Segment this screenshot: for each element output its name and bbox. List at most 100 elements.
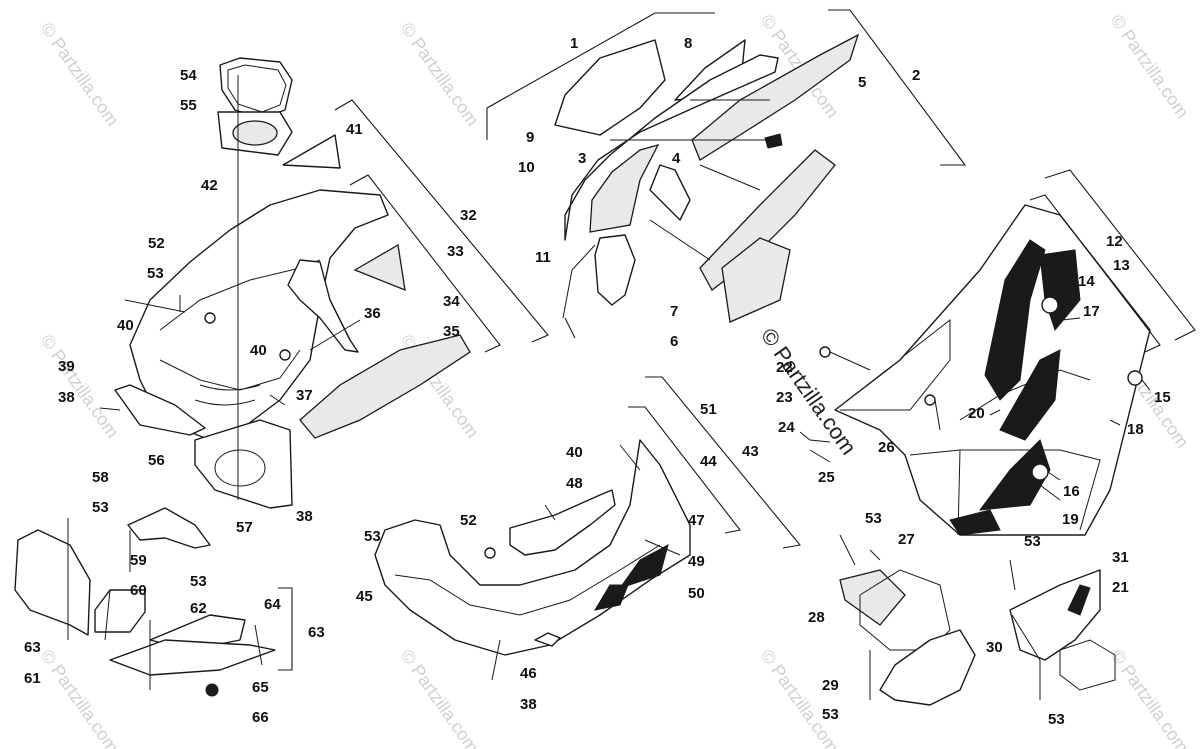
bracket-32 xyxy=(334,99,549,343)
callout-57: 57 xyxy=(236,519,253,536)
callout-22: 22 xyxy=(776,359,793,376)
leader-line xyxy=(67,518,263,690)
callout-21: 21 xyxy=(1112,579,1129,596)
callout-29: 29 xyxy=(822,677,839,694)
callout-7: 7 xyxy=(670,303,678,320)
callout-65: 65 xyxy=(252,679,269,696)
callout-26: 26 xyxy=(878,439,895,456)
callout-56: 56 xyxy=(148,452,165,469)
callout-53: 53 xyxy=(147,265,164,282)
pad-4-shape xyxy=(649,164,691,221)
bracket-56-hole xyxy=(214,449,266,487)
hood-panel-group xyxy=(554,33,860,323)
decal-graphic xyxy=(618,544,669,589)
callout-24: 24 xyxy=(778,419,795,436)
callout-group: 1 2 3 4 5 6 7 8 9 10 11 12 13 14 15 16 1… xyxy=(24,35,1171,728)
callout-62: 62 xyxy=(190,600,207,617)
panel-9-shape xyxy=(554,39,666,136)
leader-line xyxy=(491,444,681,681)
gasket-54-inner xyxy=(227,64,287,113)
callout-55: 55 xyxy=(180,97,197,114)
callout-50: 50 xyxy=(688,585,705,602)
callout-35: 35 xyxy=(443,323,460,340)
decal-graphic xyxy=(984,239,1046,401)
leader-line xyxy=(829,299,1151,501)
callout-8: 8 xyxy=(684,35,692,52)
panel-63-lower xyxy=(109,639,276,676)
knob-14 xyxy=(1041,296,1059,314)
strip-5-shape xyxy=(691,33,860,161)
knob-15 xyxy=(1127,370,1143,386)
panel-58 xyxy=(127,507,211,549)
callout-47: 47 xyxy=(688,512,705,529)
callout-15: 15 xyxy=(1154,389,1171,406)
pad-6-shape xyxy=(721,237,791,323)
callout-42: 42 xyxy=(201,177,218,194)
panel-inner-outline xyxy=(840,318,951,411)
leader-line xyxy=(610,99,770,261)
callout-23: 23 xyxy=(776,389,793,406)
decal-graphic xyxy=(949,509,1001,536)
callout-18: 18 xyxy=(1127,421,1144,438)
callout-28: 28 xyxy=(808,609,825,626)
callout-63: 63 xyxy=(308,624,325,641)
cap-66 xyxy=(205,683,219,697)
knob-16 xyxy=(1031,463,1049,481)
callout-46: 46 xyxy=(520,665,537,682)
grommet-46 xyxy=(534,632,561,647)
watermark: © Partzilla.com xyxy=(757,646,843,749)
callout-53: 53 xyxy=(190,573,207,590)
callout-10: 10 xyxy=(518,159,535,176)
callout-38: 38 xyxy=(520,696,537,713)
watermark: © Partzilla.com xyxy=(397,646,483,749)
knob-26 xyxy=(924,394,936,406)
gasket-outline xyxy=(1059,639,1116,691)
callout-19: 19 xyxy=(1062,511,1079,528)
callout-38: 38 xyxy=(58,389,75,406)
panel-39 xyxy=(114,384,206,436)
ring-55-hole xyxy=(232,120,278,146)
callout-12: 12 xyxy=(1106,233,1123,250)
grommet-52 xyxy=(204,312,216,324)
plate-28 xyxy=(839,569,906,626)
belly-pan-group xyxy=(374,439,691,681)
bracket-44 xyxy=(628,406,741,534)
panel-19-outline xyxy=(909,449,1101,536)
bracket-63 xyxy=(278,587,293,671)
belly-pan-inner xyxy=(394,544,661,616)
decal-graphic xyxy=(978,439,1051,511)
callout-20: 20 xyxy=(968,405,985,422)
callout-52: 52 xyxy=(460,512,477,529)
callout-41: 41 xyxy=(346,121,363,138)
callout-6: 6 xyxy=(670,333,678,350)
callout-1: 1 xyxy=(570,35,578,52)
callout-30: 30 xyxy=(986,639,1003,656)
leader-line xyxy=(799,431,831,463)
callout-9: 9 xyxy=(526,129,534,146)
callout-27: 27 xyxy=(898,531,915,548)
callout-53: 53 xyxy=(1024,533,1041,550)
callout-48: 48 xyxy=(566,475,583,492)
duct-29 xyxy=(879,629,976,706)
bracket-56 xyxy=(194,419,293,509)
pad-34 xyxy=(353,243,406,292)
callout-53: 53 xyxy=(865,510,882,527)
panel-21 xyxy=(1009,569,1101,661)
bracket-12 xyxy=(1044,169,1196,341)
callout-66: 66 xyxy=(252,709,269,726)
callout-60: 60 xyxy=(130,582,147,599)
watermark: © Partzilla.com xyxy=(37,646,123,749)
callout-16: 16 xyxy=(1063,483,1080,500)
callout-59: 59 xyxy=(130,552,147,569)
callout-38: 38 xyxy=(296,508,313,525)
panel-11-outline xyxy=(562,244,596,319)
callout-33: 33 xyxy=(447,243,464,260)
callout-37: 37 xyxy=(296,387,313,404)
callout-11: 11 xyxy=(535,249,551,266)
leader-line xyxy=(839,534,1041,700)
callout-53: 53 xyxy=(1048,711,1065,728)
watermark: © Partzilla.com xyxy=(1107,11,1193,122)
callout-40: 40 xyxy=(566,444,583,461)
decal-graphic xyxy=(1067,584,1091,616)
callout-64: 64 xyxy=(264,596,281,613)
